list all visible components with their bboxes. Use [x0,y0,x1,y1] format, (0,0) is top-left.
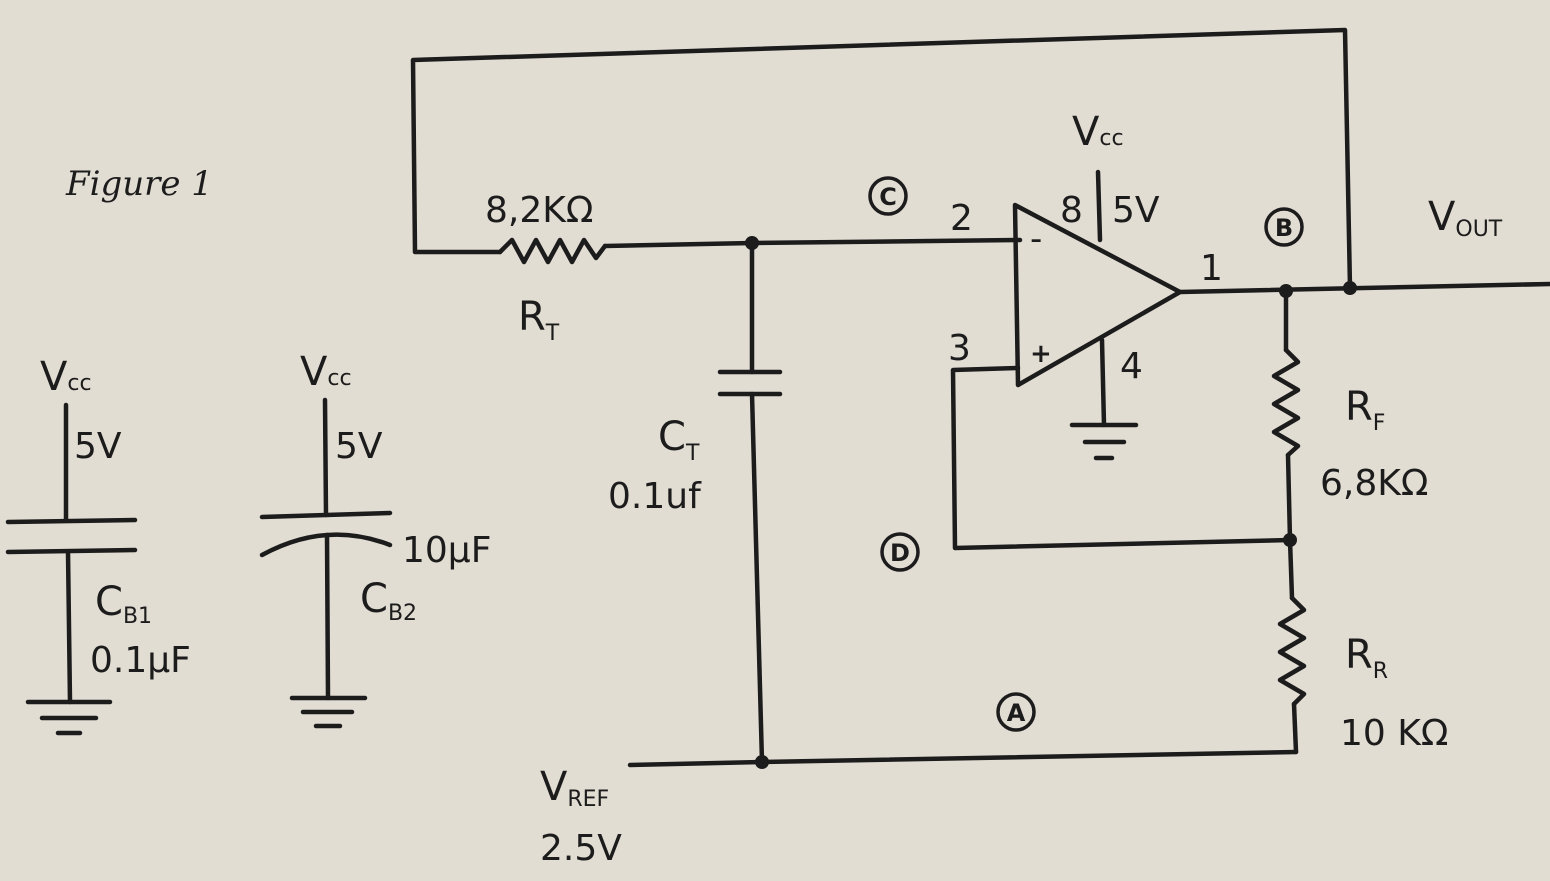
node-b-letter: B [1275,214,1293,242]
cb1-bottom-plate [5,547,138,555]
cb1-top-plate [5,517,138,525]
rt-label-sub: T [545,321,560,346]
pin-2-label: 2 [950,198,973,239]
opamp-plus: + [1030,339,1052,369]
cb1-ground-symbol [25,699,113,736]
pin-8-label: 8 [1060,190,1083,231]
cb2-vcc-name: V [300,349,328,395]
rf-label-name: R [1345,384,1373,430]
inverting-input-wire [602,237,1023,249]
node-a-letter: A [1007,699,1026,727]
output-wire [1177,281,1550,295]
junction-feedback [1343,281,1357,295]
opamp-vcc-sub: cc [1099,126,1123,151]
junction-vref [755,755,769,769]
cb1-vcc-name: V [40,354,68,400]
cb1-vcc-value: 5V [74,426,122,467]
opamp-ground-symbol [1069,422,1139,461]
rf-label: RF [1345,384,1385,436]
ct-value: 0.1uf [608,476,702,517]
node-d-letter: D [890,539,910,567]
cb1-label-name: C [95,579,123,625]
rt-label-name: R [518,294,546,340]
opamp-vcc-label: Vcc [1072,109,1124,155]
figure-label: Figure 1 [65,164,213,204]
cb2-value: 10μF [402,530,491,571]
vref-value: 2.5V [540,828,622,869]
opamp-minus: - [1030,219,1042,259]
opamp-vcc-name: V [1072,109,1100,155]
rt-label: RT [518,294,560,346]
vout-label: VOUT [1428,194,1503,242]
cb2-vcc-sub: cc [327,366,351,391]
opamp-supply-lead [1095,169,1103,243]
pin-4-label: 4 [1120,346,1143,387]
rr-label-sub: R [1373,659,1388,684]
rr-value: 10 KΩ [1340,713,1448,754]
ct-label-name: C [658,414,686,460]
ct-label-sub: T [685,441,700,466]
cb1-vcc-label: Vcc [40,354,92,400]
node-c-letter: C [879,183,897,211]
node-a-marker [996,692,1036,732]
vref-name: V [540,764,568,810]
cb2-bottom-lead [324,532,331,701]
noninverting-input-wire [950,365,1293,551]
rf-value: 6,8KΩ [1320,463,1428,504]
cb2-ground-symbol [289,695,368,729]
rr-top-lead [1287,537,1295,601]
rf-resistor [1271,347,1301,458]
cb1-value: 0.1μF [90,640,191,681]
rf-label-sub: F [1373,411,1386,436]
cb1-label-sub: B1 [123,604,152,629]
opamp-ground-lead [1099,337,1107,428]
cb2-top-plate [259,510,393,520]
cb2-label-sub: B2 [388,601,417,626]
rr-bottom-lead [1291,701,1299,755]
vref-rail [627,749,1299,768]
pin-3-label: 3 [948,328,971,369]
ct-bottom-lead [749,391,765,765]
vout-name: V [1428,194,1456,240]
rt-value: 8,2KΩ [485,190,593,231]
cb2-label: CB2 [360,576,417,626]
node-d-marker [880,532,920,572]
rr-label-name: R [1345,632,1373,678]
cb1-vcc-sub: cc [67,371,91,396]
rt-resistor [497,237,608,265]
rf-bottom-lead [1285,452,1293,543]
cb2-vcc-value: 5V [335,426,383,467]
cb2-label-name: C [360,576,388,622]
node-c-marker [868,176,908,216]
feedback-wire [410,27,1353,291]
opamp-triangle [1012,202,1183,388]
cb2-top-lead [322,397,329,518]
node-b-marker [1264,207,1304,247]
ct-label: CT [658,414,700,466]
rr-resistor [1277,595,1307,707]
cb1-bottom-lead [65,549,73,705]
cb2-vcc-label: Vcc [300,349,352,395]
vref-label: VREF [540,764,609,812]
opamp-vcc-value: 5V [1112,190,1160,231]
rr-label: RR [1345,632,1388,684]
pin-1-label: 1 [1200,248,1223,289]
vref-sub: REF [567,787,609,812]
vout-sub: OUT [1455,217,1502,242]
cb1-label: CB1 [95,579,152,629]
